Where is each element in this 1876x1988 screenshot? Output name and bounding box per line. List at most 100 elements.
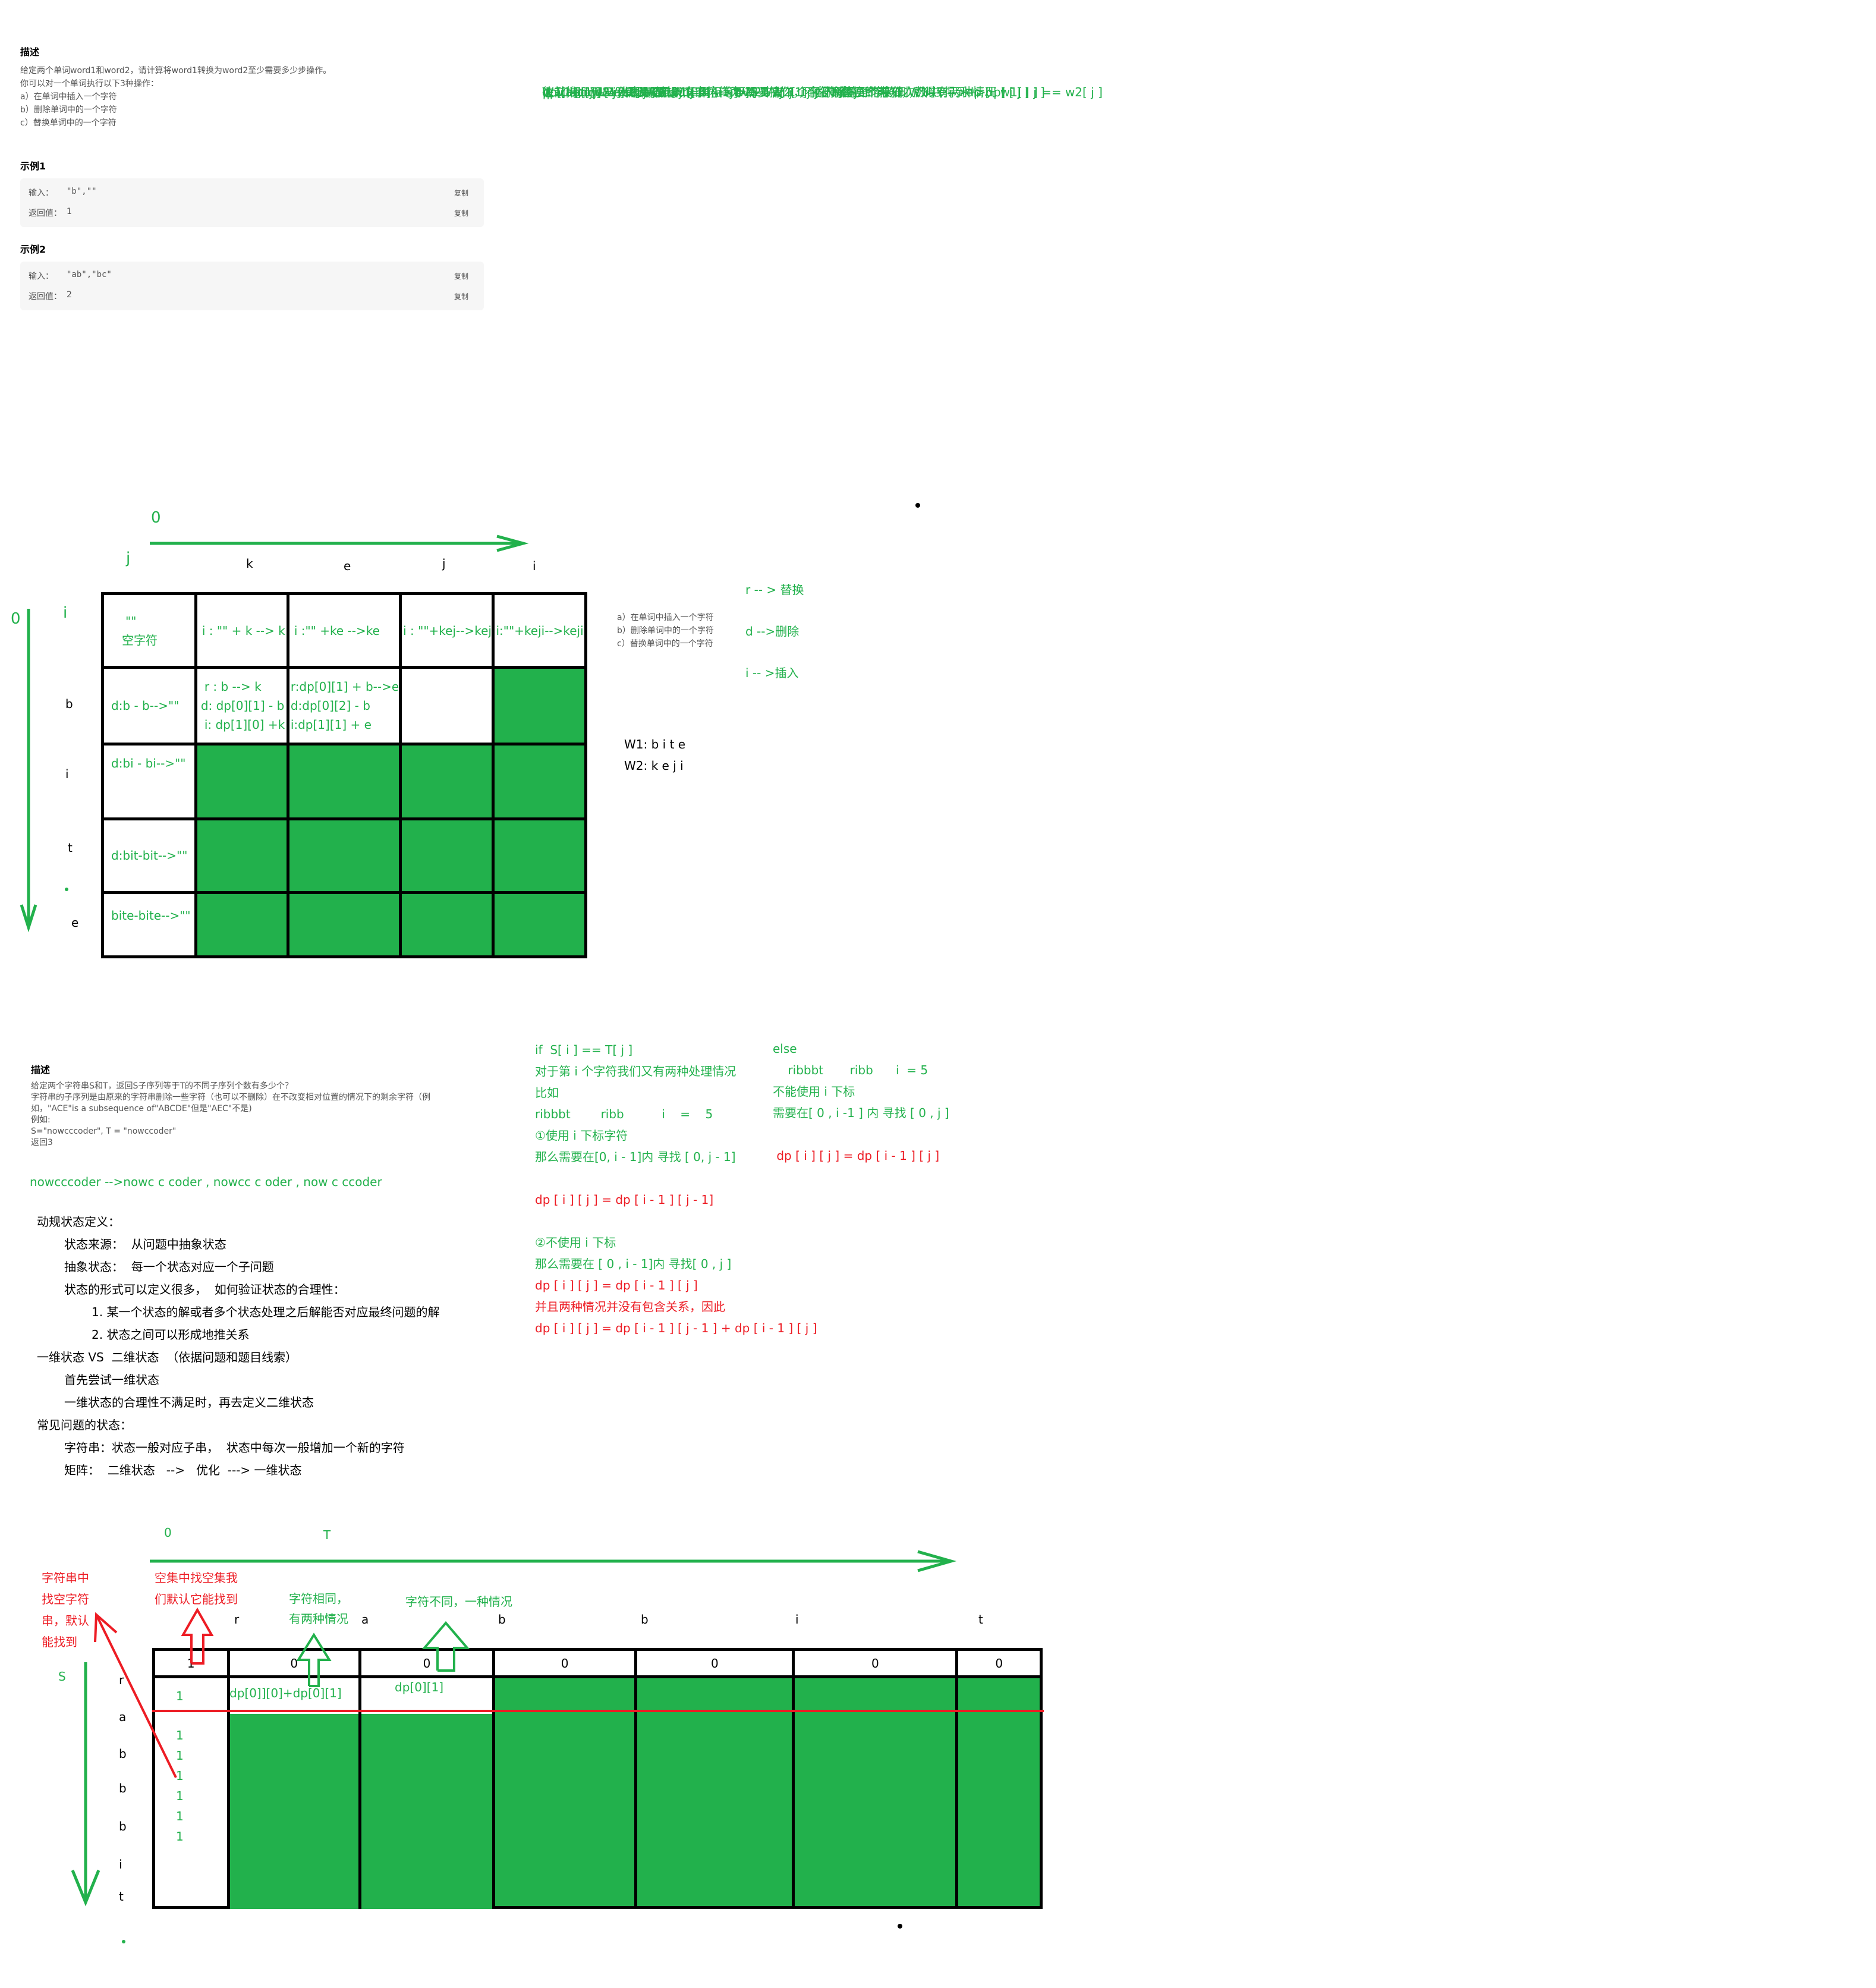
grid1-filled-cell [194, 891, 289, 958]
grid1-op-delete: d -->删除 [745, 624, 799, 638]
grid1-cell: i:""+keji-->keji [492, 592, 587, 669]
grid2-red-note-top: 空集中找空集我 们默认它能找到 [155, 1571, 238, 1606]
grid1-cell: r : b --> k d: dp[0][1] - b i: dp[1][0] … [194, 666, 289, 746]
grid1-row-label: i [65, 767, 69, 781]
dp-note-line: 状态的形式可以定义很多， 如何验证状态的合理性： [64, 1282, 345, 1297]
copy-button[interactable]: 复制 [454, 189, 469, 197]
green-up-arrow-icon [421, 1621, 470, 1672]
note-line: 不能使用 i 下标 [773, 1084, 855, 1099]
grid2-cell: 0 [358, 1648, 496, 1678]
example2-input-label: 输入： [29, 272, 53, 281]
dp-note-line: 一维状态的合理性不满足时，再去定义二维状态 [64, 1395, 314, 1410]
notes2-left: if S[ i ] == T[ j ]对于第 i 个字符我们又有两种处理情况比如… [535, 1039, 817, 1339]
copy-button[interactable]: 复制 [454, 272, 469, 281]
example1-input: "b","" [67, 187, 97, 196]
grid1-col-label: k [246, 556, 253, 571]
grid2-cell [152, 1675, 230, 1909]
example2-output: 2 [67, 290, 72, 300]
grid1-op-replace: r -- > 替换 [745, 583, 804, 597]
grid1-row-label: e [71, 916, 79, 930]
grid1-row-label: t [68, 841, 73, 855]
example1-card: 输入： "b","" 返回值： 1 复制 复制 [20, 178, 484, 227]
grid1-w1: W1: b i t e [624, 737, 686, 751]
dot-icon [898, 1924, 902, 1929]
dot-icon [65, 888, 68, 891]
red-up-arrow-icon [181, 1607, 214, 1665]
grid1-cell: "" 空字符 [101, 592, 197, 669]
copy-button[interactable]: 复制 [454, 209, 469, 218]
example2-title: 示例2 [20, 244, 46, 255]
example2-output-label: 返回值： [29, 292, 62, 301]
grid2-cell: 0 [634, 1648, 795, 1678]
dp-note-line: 1. 某一个状态的解或者多个状态处理之后解能否对应最终问题的解 [92, 1305, 440, 1319]
note-line: ribbbt ribb i = 5 [773, 1063, 928, 1077]
grid1-filled-cell [492, 742, 587, 820]
grid2-cell-r1c2: dp[0][1] [395, 1680, 444, 1694]
note-line: if S[ i ] == T[ j ] [535, 1043, 633, 1057]
grid1-i-label: i [63, 604, 68, 622]
grid1-w2: W2: k e j i [624, 759, 684, 773]
grid2-cell-r1c1: dp[0]][0]+dp[0][1] [229, 1686, 342, 1700]
grid2-green-note-diff: 字符不同，一种情况 [405, 1594, 512, 1609]
table-row: d:bi - bi-->"" [101, 742, 587, 820]
example1-output: 1 [67, 207, 72, 216]
grid2-col-label: b [498, 1612, 506, 1627]
grid2-filled-cell [792, 1675, 959, 1909]
grid1-cell: i : "" + k --> k [194, 592, 289, 669]
note-line: ①使用 i 下标字符 [535, 1128, 628, 1143]
example2-card: 输入： "ab","bc" 返回值： 2 复制 复制 [20, 262, 484, 310]
grid1-filled-cell [194, 817, 289, 895]
dp-note-line: 动规状态定义： [37, 1215, 120, 1229]
grid1-cell: d:bi - bi-->"" [101, 742, 197, 820]
grid2-col0-values: 1 1 1 1 1 1 1 [176, 1689, 184, 1844]
problem2-example: nowcccoder -->nowc c coder , nowcc c ode… [30, 1175, 382, 1189]
note-line: dp [ i ] [ j ] = dp [ i - 1 ] [ j ] [773, 1149, 940, 1163]
grid1-ops-small: a）在单词中插入一个字符 b）删除单词中的一个字符 c）替换单词中的一个字符 [617, 613, 714, 649]
grid2-cell: 0 [955, 1648, 1043, 1678]
problem2-desc: 给定两个字符串S和T，返回S子序列等于T的不同子序列个数有多少个？ 字符串的子序… [31, 1081, 430, 1147]
grid2-cell: 0 [792, 1648, 959, 1678]
grid1-cell [399, 666, 495, 746]
dot-icon [915, 503, 920, 508]
arrow-right-icon [150, 1550, 957, 1572]
grid1-filled-cell [399, 742, 495, 820]
arrow-down-icon [20, 609, 37, 933]
dp-note-line: 2. 状态之间可以形成地推关系 [92, 1328, 250, 1342]
note-line: 对于第 i 个字符我们又有两种处理情况 [535, 1064, 736, 1078]
example1-input-label: 输入： [29, 188, 53, 198]
grid2-red-note-left: 字符串中 找空字符 串，默认 能找到 [42, 1571, 89, 1649]
grid1-row-label: b [65, 697, 73, 711]
note-line: 并且两种情况并没有包含关系，因此 [535, 1300, 725, 1314]
grid2-row-label: t [119, 1889, 124, 1904]
grid1-col-label: j [442, 556, 446, 571]
grid2-cell [358, 1675, 496, 1909]
note-line: else [773, 1042, 797, 1056]
red-diagonal-arrow-icon [94, 1612, 177, 1778]
grid2-cell: 0 [492, 1648, 638, 1678]
grid2-filled-cell [955, 1675, 1043, 1909]
grid1-filled-cell [286, 817, 402, 895]
dp-note-line: 常见问题的状态： [37, 1418, 132, 1432]
grid2-filled-cell [634, 1675, 795, 1909]
grid1-op-insert: i -- >插入 [745, 666, 799, 680]
dp-note-line: 首先尝试一维状态 [64, 1373, 159, 1387]
example1-title: 示例1 [20, 161, 46, 172]
copy-button[interactable]: 复制 [454, 292, 469, 301]
problem2-heading: 描述 [31, 1064, 51, 1075]
table-row: d:bit-bit-->"" [101, 817, 587, 895]
arrow-down-icon [71, 1662, 100, 1907]
grid2-col-label: i [795, 1612, 799, 1627]
note-line: 需要在[ 0 , i -1 ] 内 寻找 [ 0 , j ] [773, 1106, 949, 1120]
table-row [152, 1675, 1043, 1909]
grid2-cell: 0 [226, 1648, 361, 1678]
note-line: 那么需要在[0, i - 1]内 寻找 [ 0, j - 1] [535, 1150, 736, 1164]
green-up-arrow-icon [296, 1632, 332, 1687]
dp-note-line: 抽象状态： 每一个状态对应一个子问题 [64, 1260, 274, 1274]
dp-note-line: 状态来源： 从问题中抽象状态 [64, 1237, 226, 1251]
problem1-desc: 给定两个单词word1和word2，请计算将word1转换为word2至少需要多… [20, 66, 332, 128]
grid1-cell: bite-bite-->"" [101, 891, 197, 958]
grid2-col-label: r [234, 1612, 240, 1627]
notes2-right: else ribbbt ribb i = 5 不能使用 i 下标需要在[ 0 , … [773, 1038, 949, 1166]
grid2-col-label: t [978, 1612, 983, 1627]
